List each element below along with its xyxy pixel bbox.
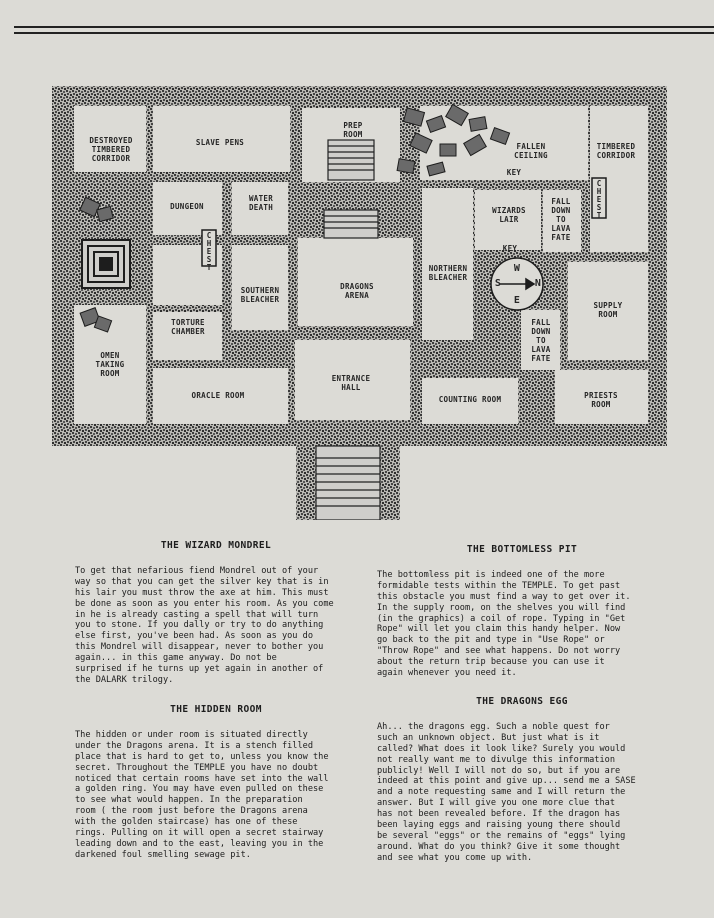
compass-w: E (513, 295, 521, 306)
room-southern-bleacher: SOUTHERN BLEACHER (240, 286, 280, 304)
temple-map (52, 86, 667, 520)
top-rule (14, 26, 714, 28)
room-water-death: WATER DEATH (248, 194, 274, 212)
room-prep-room: PREP ROOM (343, 121, 363, 139)
room-priests-room: PRIESTS ROOM (584, 391, 618, 409)
room-timbered-corridor: TIMBERED CORRIDOR (596, 142, 636, 160)
key-label-2: KEY (502, 244, 518, 253)
chest-timbered (591, 177, 607, 219)
section-dragons-egg: THE DRAGONS EGG Ah... the dragons egg. S… (377, 696, 667, 864)
room-counting-room: COUNTING ROOM (438, 395, 502, 404)
pyramid-stair (81, 239, 131, 289)
section-body: The bottomless pit is indeed one of the … (377, 569, 631, 679)
room-fall-down-lava-1: FALL DOWN TO LAVA FATE (551, 197, 571, 242)
room-torture-chamber: TORTURE CHAMBER (171, 318, 205, 336)
section-wizard: THE WIZARD MONDREL To get that nefarious… (75, 540, 357, 686)
section-title: THE WIZARD MONDREL (160, 540, 272, 551)
room-slave-pens: SLAVE PENS (195, 138, 245, 147)
room-entrance-hall: ENTRANCE HALL (331, 374, 371, 392)
prep-stairs (323, 139, 379, 239)
room-dragons-arena: DRAGONS ARENA (340, 282, 374, 300)
section-body: To get that nefarious fiend Mondrel out … (75, 565, 334, 685)
top-rule-2 (14, 32, 714, 34)
section-body: Ah... the dragons egg. Such a noble ques… (377, 721, 636, 863)
room-omen-taking-room: OMEN TAKING ROOM (95, 351, 125, 378)
room-northern-bleacher: NORTHERN BLEACHER (428, 264, 468, 282)
section-title: THE BOTTOMLESS PIT (466, 544, 578, 555)
chest-label-dungeon: C H E S T (206, 231, 212, 272)
room-oracle-room: ORACLE ROOM (191, 391, 245, 400)
key-label-1: KEY (506, 168, 522, 177)
compass-rose (490, 257, 544, 311)
entrance-stairs (315, 445, 381, 520)
room-dungeon: DUNGEON (170, 202, 204, 211)
section-title: THE HIDDEN ROOM (170, 704, 262, 715)
room-fall-down-lava-2: FALL DOWN TO LAVA FATE (531, 318, 551, 363)
room-wizards-lair: WIZARDS LAIR (492, 206, 526, 224)
compass-n: W (513, 263, 521, 274)
room-destroyed-timbered-corridor: DESTROYED TIMBERED CORRIDOR (89, 136, 133, 163)
section-title: THE DRAGONS EGG (476, 696, 568, 707)
chest-dungeon (201, 229, 217, 267)
section-bottomless-pit: THE BOTTOMLESS PIT The bottomless pit is… (377, 544, 667, 679)
corridor-rubble (79, 196, 114, 333)
chest-label-timbered: C H E S T (596, 179, 602, 220)
room-supply-room: SUPPLY ROOM (593, 301, 623, 319)
room-fallen-ceiling: FALLEN CEILING (514, 142, 548, 160)
map-walls (52, 86, 667, 446)
compass-e: N (534, 278, 542, 289)
compass-s: S (494, 278, 502, 289)
section-hidden-room: THE HIDDEN ROOM The hidden or under room… (75, 704, 357, 861)
section-body: The hidden or under room is situated dir… (75, 729, 329, 860)
rubble (396, 103, 511, 177)
